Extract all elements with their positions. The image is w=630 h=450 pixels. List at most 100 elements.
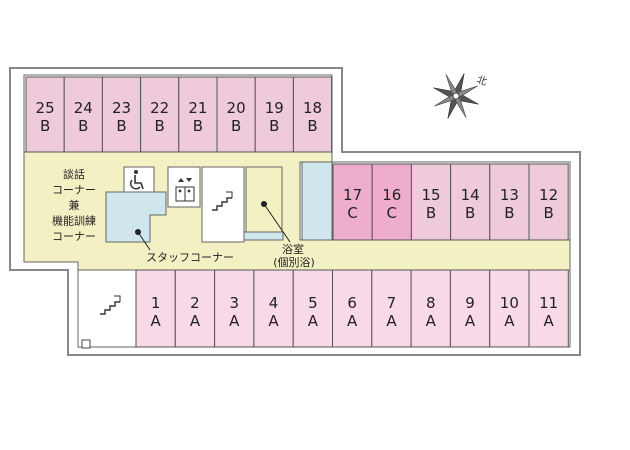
room-number: 10 <box>500 294 519 312</box>
room-number: 23 <box>112 99 131 117</box>
room-box <box>332 163 373 241</box>
room-type: B <box>193 117 203 135</box>
room-box <box>410 269 451 348</box>
room-box <box>489 269 530 348</box>
lounge-label-line: コーナー <box>52 230 96 243</box>
room-box <box>371 269 412 348</box>
room-16: 16C <box>371 163 412 241</box>
room-9: 9A <box>449 269 491 348</box>
room-type: B <box>465 204 475 222</box>
room-15: 15B <box>410 163 452 241</box>
room-number: 13 <box>500 186 519 204</box>
room-box <box>450 163 491 241</box>
room-type: A <box>308 312 319 330</box>
room-type: A <box>465 312 476 330</box>
room-7: 7A <box>371 269 412 348</box>
room-box <box>178 76 218 153</box>
room-box <box>292 76 333 153</box>
room-20: 20B <box>216 76 256 153</box>
room-box <box>216 76 256 153</box>
room-type: B <box>40 117 50 135</box>
room-number: 7 <box>387 294 397 312</box>
room-number: 22 <box>150 99 169 117</box>
room-2: 2A <box>174 269 216 348</box>
room-number: 16 <box>382 186 401 204</box>
room-type: C <box>347 204 357 222</box>
wheelchair-toilet-icon <box>129 170 144 190</box>
room-number: 11 <box>539 294 558 312</box>
room-13: 13B <box>489 163 530 241</box>
room-type: B <box>307 117 317 135</box>
room-box <box>371 163 412 241</box>
room-number: 5 <box>308 294 318 312</box>
room-box <box>528 163 569 241</box>
room-type: B <box>543 204 553 222</box>
room-number: 3 <box>229 294 239 312</box>
bath-leader <box>263 203 291 243</box>
bath-room-strip <box>242 231 284 241</box>
room-number: 9 <box>465 294 475 312</box>
room-number: 25 <box>36 99 55 117</box>
room-type: A <box>386 312 397 330</box>
room-25: 25B <box>25 76 65 153</box>
staff-corner-leader <box>137 231 151 251</box>
room-type: C <box>387 204 397 222</box>
room-type: B <box>426 204 436 222</box>
room-type: A <box>229 312 240 330</box>
room-18: 18B <box>292 76 333 153</box>
room-box <box>292 269 334 348</box>
lounge-label-line: 機能訓練 <box>52 214 96 228</box>
room-19: 19B <box>254 76 294 153</box>
room-box <box>528 269 569 348</box>
bath-room-area <box>301 161 333 241</box>
compass-north-label: 北 <box>475 74 489 89</box>
room-type: B <box>504 204 514 222</box>
stairs-icon <box>212 191 233 211</box>
room-21: 21B <box>178 76 218 153</box>
lounge-label-line: 談話 <box>63 167 85 181</box>
bath-dot <box>261 201 267 207</box>
room-box <box>489 163 530 241</box>
room-number: 19 <box>265 99 284 117</box>
stairs-lower-room <box>77 269 137 348</box>
room-box <box>214 269 255 348</box>
room-8: 8A <box>410 269 451 348</box>
staff-corner-area <box>105 191 167 243</box>
wheelchair-toilet-room <box>123 166 155 193</box>
room-number: 12 <box>539 186 558 204</box>
bath-label-line2: (個別浴) <box>273 256 315 269</box>
room-type: A <box>504 312 515 330</box>
room-number: 2 <box>190 294 200 312</box>
room-17: 17C <box>332 163 373 241</box>
room-type: A <box>426 312 437 330</box>
room-24: 24B <box>63 76 103 153</box>
lounge-label-line: コーナー <box>52 184 96 197</box>
room-4: 4A <box>253 269 294 348</box>
room-6: 6A <box>332 269 373 348</box>
room-box <box>410 163 452 241</box>
room-22: 22B <box>140 76 180 153</box>
room-type: A <box>151 312 162 330</box>
elevator-icon <box>175 178 195 202</box>
room-number: 24 <box>74 99 93 117</box>
room-number: 6 <box>347 294 357 312</box>
room-box <box>174 269 216 348</box>
room-type: A <box>347 312 358 330</box>
room-number: 21 <box>188 99 207 117</box>
room-box <box>101 76 142 153</box>
small-square <box>81 339 91 349</box>
stairs-icon <box>100 295 121 315</box>
staff-corner-label: スタッフコーナー <box>146 251 234 264</box>
room-type: B <box>269 117 279 135</box>
stairs-room <box>201 166 245 243</box>
lounge-label-line: 兼 <box>69 199 80 212</box>
room-1: 1A <box>135 269 176 348</box>
room-type: B <box>116 117 126 135</box>
room-number: 20 <box>227 99 246 117</box>
room-5: 5A <box>292 269 334 348</box>
room-type: B <box>155 117 165 135</box>
room-box <box>449 269 491 348</box>
room-box <box>140 76 180 153</box>
room-number: 4 <box>269 294 279 312</box>
